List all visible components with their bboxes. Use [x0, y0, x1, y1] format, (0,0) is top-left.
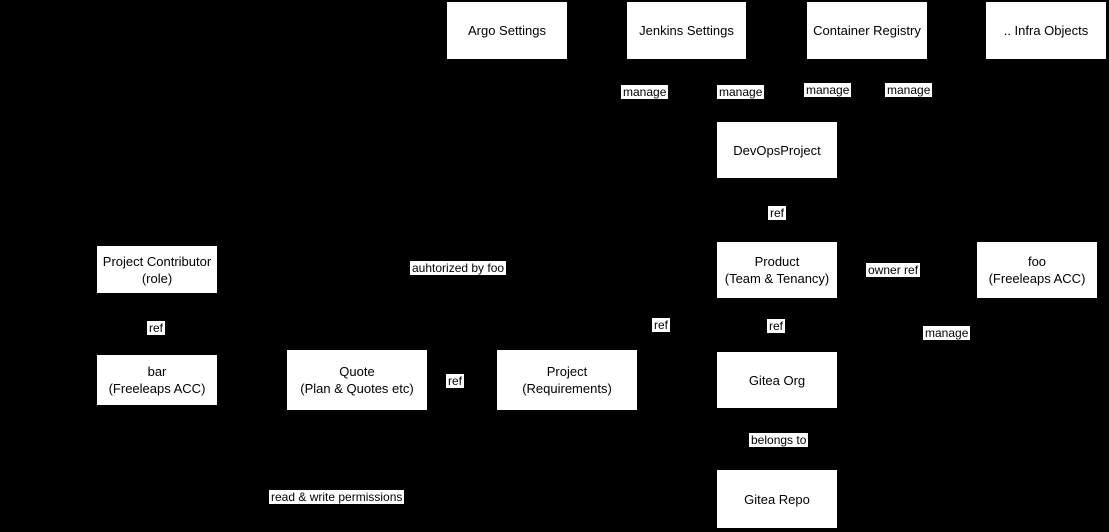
node-label: (Team & Tenancy)	[724, 271, 830, 286]
node-jenkins-settings: Jenkins Settings	[627, 2, 746, 59]
node-devops-project: DevOpsProject	[717, 122, 837, 178]
edge-label-belongs-to: belongs to	[749, 433, 809, 447]
node-label: foo	[1027, 254, 1047, 269]
edge-label-manage-infra: manage	[885, 83, 933, 97]
edge-label-manage-argo: manage	[621, 85, 669, 99]
edge-label-ref-devops-product: ref	[768, 206, 787, 220]
node-label: (Freeleaps ACC)	[988, 271, 1086, 286]
node-label: (Freeleaps ACC)	[108, 381, 206, 396]
node-label: bar	[147, 364, 167, 379]
node-label: Product	[754, 254, 800, 269]
node-label: Container Registry	[813, 23, 921, 38]
edge-label-manage-jenkins: manage	[717, 85, 765, 99]
node-gitea-org: Gitea Org	[717, 352, 837, 408]
node-label: Argo Settings	[467, 23, 547, 38]
node-label: Quote	[339, 364, 375, 379]
edge-label-ref-contributor-bar: ref	[147, 321, 166, 335]
node-label: Gitea Repo	[744, 491, 810, 507]
node-label: .. Infra Objects	[1003, 23, 1089, 38]
node-quote: Quote (Plan & Quotes etc)	[287, 350, 427, 410]
node-foo-account: foo (Freeleaps ACC)	[977, 242, 1097, 298]
node-product: Product (Team & Tenancy)	[717, 242, 837, 298]
node-argo-settings: Argo Settings	[447, 2, 567, 59]
node-label: DevOpsProject	[733, 142, 821, 158]
node-label: (Plan & Quotes etc)	[300, 381, 414, 396]
node-project-contributor: Project Contributor(role)	[97, 246, 217, 293]
node-bar-account: bar (Freeleaps ACC)	[97, 355, 217, 405]
node-label: (role)	[141, 270, 173, 286]
node-label: (Requirements)	[522, 381, 612, 396]
node-container-registry: Container Registry	[807, 2, 927, 59]
node-label: Gitea Org	[748, 372, 806, 388]
edge-label-ref-quote-project: ref	[446, 374, 465, 388]
node-label: Project Contributor	[102, 253, 212, 269]
edge-label-manage-foo: manage	[923, 326, 971, 340]
edge-label-ref-product-gitea-org: ref	[767, 319, 786, 333]
edge-label-owner-ref: owner ref	[866, 263, 921, 277]
edge-label-authorized-by-foo: auhtorized by foo	[410, 261, 507, 275]
edge-label-read-write-permissions: read & write permissions	[269, 490, 405, 504]
node-label: Project	[546, 364, 588, 379]
edge-label-manage-container: manage	[804, 83, 852, 97]
node-label: Jenkins Settings	[639, 23, 734, 38]
node-project: Project (Requirements)	[497, 350, 637, 410]
edge-label-ref-project-product: ref	[652, 318, 671, 332]
node-infra-objects: .. Infra Objects	[986, 2, 1106, 59]
node-gitea-repo: Gitea Repo	[717, 470, 837, 528]
